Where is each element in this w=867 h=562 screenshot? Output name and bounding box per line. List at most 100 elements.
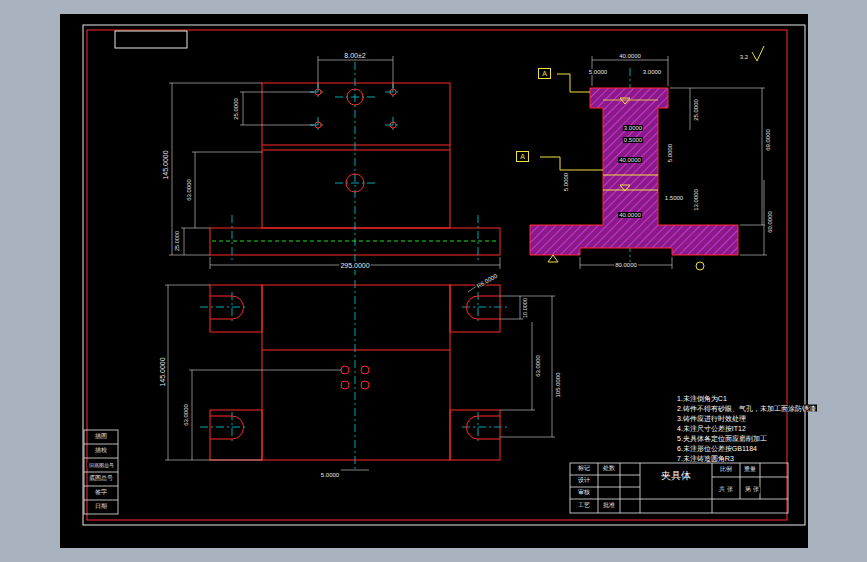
cad-line — [570, 487, 640, 488]
cad-line — [84, 500, 118, 501]
cad-line — [570, 475, 640, 476]
cad-line — [189, 370, 341, 371]
bottom-view — [210, 285, 500, 460]
dimension-text: 80.0000 — [614, 262, 638, 268]
title-text: 夹具体 — [661, 471, 691, 481]
cad-line — [548, 255, 558, 262]
cad-line — [620, 463, 621, 513]
cad-line — [603, 175, 658, 176]
outer-frame — [83, 25, 805, 525]
cad-line — [760, 463, 761, 499]
dimension-text: 批准 — [602, 503, 616, 509]
cad-line — [165, 285, 210, 286]
cad-line — [670, 88, 693, 89]
datum-letter: A — [520, 153, 525, 160]
cad-line — [478, 215, 479, 262]
cad-line — [530, 88, 738, 255]
cad-line — [696, 262, 704, 270]
dimension-text: 签字 — [94, 490, 108, 496]
cad-line — [668, 56, 669, 86]
dimension-text: 13.0000 — [693, 188, 699, 212]
dimension-text: 5.0000 — [563, 172, 569, 192]
cad-line — [262, 145, 450, 146]
cad-line — [361, 381, 369, 389]
dimension-text: 145.0000 — [159, 356, 166, 387]
title-block — [84, 430, 788, 514]
dimension-text: 标记 — [577, 466, 591, 472]
cad-line — [335, 97, 375, 98]
dimension-text: 3.0000 — [623, 125, 643, 131]
dimension-text: 5.0000 — [588, 69, 608, 75]
cad-line — [467, 416, 500, 439]
cad-line — [262, 150, 450, 151]
cad-line — [195, 152, 196, 228]
dimension-text: 295.0000 — [339, 262, 370, 269]
dimension-text: 25.0000 — [233, 97, 239, 121]
datum-letter: A — [542, 70, 547, 77]
cad-line — [262, 83, 450, 228]
cad-line — [210, 257, 211, 269]
dimension-text: 设计 — [577, 478, 591, 484]
cad-line — [764, 180, 765, 255]
cad-line — [462, 307, 510, 308]
dimension-text: 1.5000 — [664, 195, 684, 201]
cad-line — [341, 470, 369, 471]
cad-line — [603, 100, 658, 101]
cad-line — [84, 430, 118, 514]
cad-line — [450, 410, 500, 460]
note-text: 7.未注铸造圆角R3 — [676, 455, 735, 462]
dimension-text: 40.0000 — [618, 53, 642, 59]
inner-frame — [87, 30, 787, 520]
symbols — [540, 46, 764, 270]
dimension-text: 底图总号 — [88, 476, 114, 482]
cad-line — [752, 46, 764, 61]
green-axis — [212, 241, 498, 242]
datum-box: A — [516, 151, 529, 162]
cad-line — [355, 280, 356, 472]
cad-line — [192, 152, 262, 153]
cad-line — [169, 83, 262, 84]
cad-line — [450, 285, 500, 332]
cad-line — [200, 427, 248, 428]
title-cell: 夹具体 — [641, 464, 711, 488]
note-text: 5.夹具体各定位面应磨削加工 — [676, 435, 768, 442]
cad-line — [540, 157, 603, 170]
canvas — [60, 14, 808, 548]
cad-line — [210, 296, 244, 319]
dimension-text: 105.0000 — [555, 371, 561, 398]
dimension-text: 63.0000 — [183, 403, 189, 427]
note-text: 3.铸件应进行时效处理 — [676, 415, 747, 422]
cad-line — [210, 416, 244, 439]
note-text: 6.未注形位公差按GB1184 — [676, 445, 758, 452]
dimension-text: 0.5000 — [623, 137, 643, 143]
cad-line — [552, 296, 553, 437]
dimension-text: 3.2 — [739, 54, 749, 60]
cad-line — [500, 437, 555, 438]
dimension-text: 8.00±2 — [343, 52, 366, 59]
cad-line — [165, 460, 262, 461]
dimension-text: 10.0000 — [523, 297, 529, 319]
cad-line — [672, 257, 673, 269]
note-text: 2.铸件不得有砂眼、气孔，未加工面涂防锈漆 — [676, 405, 817, 412]
section-view — [530, 88, 738, 255]
dimension-text: 5.0000 — [667, 143, 673, 163]
dimension-text: 比例 — [719, 467, 733, 473]
cad-line — [570, 463, 788, 513]
cad-line — [355, 62, 356, 275]
cad-line — [318, 56, 319, 88]
dimension-text: 63.0000 — [186, 178, 192, 202]
cad-line — [712, 477, 788, 478]
cad-line — [262, 285, 450, 460]
cad-line — [603, 190, 658, 191]
cad-line — [467, 296, 500, 319]
cad-line — [210, 410, 262, 460]
cad-line — [84, 486, 118, 487]
dimension-text: 共 张 — [718, 487, 734, 493]
cad-line — [172, 83, 173, 255]
cad-line — [341, 381, 349, 389]
dimension-text: 40.0000 — [618, 212, 642, 218]
cad-line — [169, 255, 210, 256]
cad-line — [620, 185, 630, 191]
